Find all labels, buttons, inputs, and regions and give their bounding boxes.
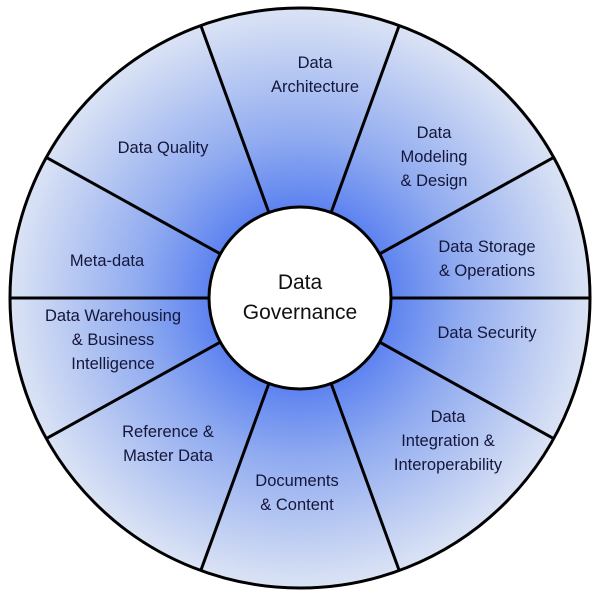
segment-meta-data: Meta-data [69, 252, 145, 270]
divider-line [199, 382, 271, 572]
segment-data-quality: Data Quality [117, 139, 209, 157]
segment-data-modeling-design: Data Modeling & Design [400, 124, 468, 190]
divider-line [45, 156, 222, 256]
segment-data-security: Data Security [437, 324, 537, 342]
divider-line [329, 382, 401, 572]
divider-line [378, 340, 555, 440]
segment-data-architecture: Data Architecture [270, 54, 360, 96]
segment-data-warehousing-bi: Data Warehousing & Business Intelligence [44, 307, 182, 373]
hub-circle [207, 205, 393, 391]
divider-line [199, 24, 271, 214]
segment-data-storage-operations: Data Storage & Operations [438, 238, 536, 280]
divider-line [378, 156, 555, 256]
hub-label: Data Governance [242, 271, 358, 324]
divider-line [329, 24, 401, 214]
segment-dividers [10, 24, 590, 572]
segment-data-integration-interoperability: Data Integration & Interoperability [393, 408, 503, 474]
segment-reference-master-data: Reference & Master Data [122, 423, 214, 465]
segment-documents-content: Documents & Content [255, 472, 339, 514]
divider-line [45, 340, 222, 440]
